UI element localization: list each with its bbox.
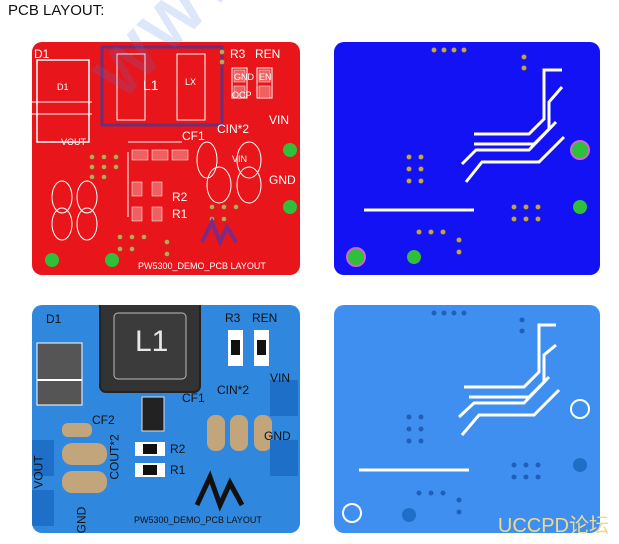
label-cf1: CF1 <box>182 129 205 143</box>
silk-label-vin: VIN <box>270 371 291 385</box>
label-l1: L1 <box>143 77 159 93</box>
pad-label-vout: VOUT <box>61 137 87 147</box>
silk-label-d1: D1 <box>46 312 62 326</box>
silk-label-cf1: CF1 <box>182 391 205 405</box>
label-ren: REN <box>255 47 281 61</box>
label-r2: R2 <box>172 190 188 204</box>
pad-label-vin: VIN <box>232 154 248 164</box>
pad-label-d1: D1 <box>57 82 69 92</box>
silk-label-ren: REN <box>252 311 278 325</box>
label-d1: D1 <box>34 47 50 61</box>
pad-label-gnd: GND <box>234 72 254 82</box>
silkscreen-graphics <box>32 305 298 526</box>
top-copper-graphics <box>32 45 297 267</box>
silk-label-r2: R2 <box>170 442 186 456</box>
silk-label-gnd: GND <box>264 429 291 443</box>
inductor-l1-label: L1 <box>135 325 169 358</box>
label-gnd: GND <box>269 173 296 187</box>
silk-label-cf2: CF2 <box>92 413 115 427</box>
label-r1: R1 <box>172 207 188 221</box>
board-name-label: PW5300_DEMO_PCB LAYOUT <box>138 261 266 271</box>
top-copper-layer-panel: D1 L1 R3 REN VIN GND CF1 CIN*2 R2 R1 PW5… <box>32 42 300 275</box>
silk-label-cout: COUT*2 <box>107 434 122 480</box>
silk-label-vout: VOUT <box>32 455 46 489</box>
label-r3: R3 <box>230 47 246 61</box>
silkscreen-layer-panel: L1 D1 R3 REN VIN GND CF1 CF2 CIN*2 R2 R1… <box>32 305 300 533</box>
silk-label-r3: R3 <box>225 311 241 325</box>
pad-label-ocp: OCP <box>232 90 252 100</box>
pad-label-lx: LX <box>185 77 197 87</box>
bottom-copper-graphics <box>346 47 590 267</box>
silk-label-cin: CIN*2 <box>217 383 250 397</box>
silk-label-gnd-left: GND <box>74 506 89 533</box>
silk-board-name-label: PW5300_DEMO_PCB LAYOUT <box>134 515 262 525</box>
bottom-copper-layer-panel <box>334 42 600 275</box>
bottom-silkscreen-layer-panel <box>334 305 600 533</box>
silk-label-r1: R1 <box>170 463 186 477</box>
label-vin: VIN <box>269 113 290 127</box>
page-title: PCB LAYOUT: <box>8 2 105 19</box>
forum-watermark: UCCPD论坛 <box>497 515 609 537</box>
pad-label-en: EN <box>259 72 272 82</box>
label-cin: CIN*2 <box>217 122 250 136</box>
bottom-silkscreen-graphics <box>342 310 590 523</box>
